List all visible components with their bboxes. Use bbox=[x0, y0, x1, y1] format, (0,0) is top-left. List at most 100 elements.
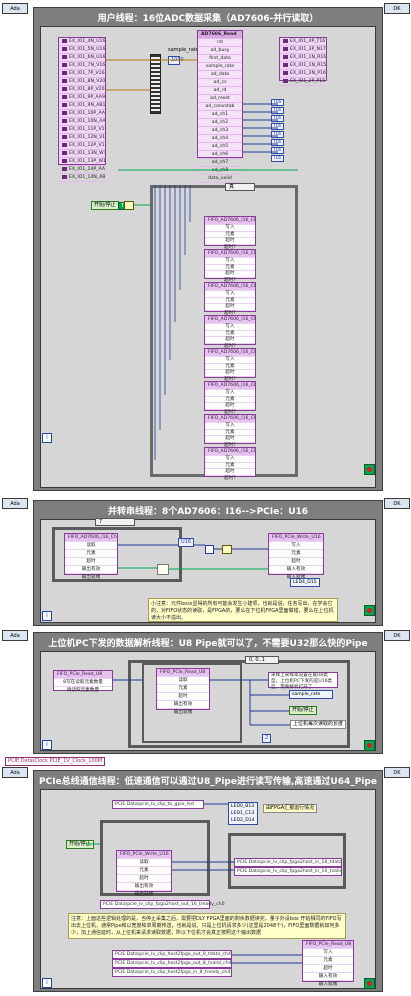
fifo-port[interactable]: 元素 bbox=[205, 395, 255, 403]
stop-terminal[interactable] bbox=[364, 978, 375, 989]
ad7606-port[interactable]: ad_busy bbox=[198, 47, 242, 55]
fifo-ext-port[interactable]: 8写在读取元素数量 bbox=[54, 678, 112, 686]
fifo-pcie-read-port[interactable]: 输出就绪 bbox=[117, 890, 171, 898]
fifo-write-port[interactable]: 元素 bbox=[269, 549, 323, 557]
fifo-port[interactable]: 写入 bbox=[205, 356, 255, 363]
fifo-port[interactable]: 元素 bbox=[205, 263, 255, 271]
ad7606-port[interactable]: ad_rd bbox=[198, 87, 242, 95]
pcie-out-node[interactable]: PCIE Data\pcie_lv_clip_fpga2host_in_16_t… bbox=[234, 867, 342, 876]
fifo-read-port[interactable]: 输出就绪 bbox=[65, 573, 117, 581]
stop-terminal[interactable] bbox=[364, 740, 375, 751]
fifo-inner-port[interactable]: 元素 bbox=[157, 684, 209, 692]
pcie-out-node[interactable]: PCIE Data\pcie_lv_clip_fpga2host_in_16_t… bbox=[234, 858, 342, 867]
case-selector[interactable]: 0, 0..1 bbox=[245, 656, 279, 664]
ad7606-port[interactable]: ad_cs bbox=[198, 79, 242, 87]
fifo-write-pcie-u16[interactable]: FIFO_PCIe_Write_U16写入元素超时输入有效输入就绪 bbox=[268, 533, 324, 580]
ad7606-port[interactable]: ad_data bbox=[198, 71, 242, 79]
fifo-port[interactable]: 写入 bbox=[205, 224, 255, 231]
fifo-port[interactable]: 超时 bbox=[205, 468, 255, 475]
ad7606-port[interactable]: ad_ch1 bbox=[198, 111, 242, 119]
fifo-port[interactable]: 超时 bbox=[205, 237, 255, 244]
fifo-port[interactable]: 超时 bbox=[205, 402, 255, 409]
ad7606-port[interactable]: ad_reset bbox=[198, 95, 242, 103]
fifo-port[interactable]: 元素 bbox=[205, 461, 255, 469]
fifo-port[interactable]: 超时 bbox=[205, 303, 255, 310]
pcie-in-node[interactable]: PCIE Data\pcie_lv_clip_host2fpga_out_8_t… bbox=[112, 959, 232, 968]
fifo-pcie-write-port[interactable]: 超时 bbox=[303, 964, 353, 972]
fifo-port[interactable]: 元素 bbox=[205, 296, 255, 304]
ad7606-port[interactable]: ad_ch6 bbox=[198, 151, 242, 159]
ad7606-port[interactable]: ad_ch5 bbox=[198, 143, 242, 151]
fifo-ext-port[interactable]: 待读取元素数量 bbox=[54, 686, 112, 694]
fifo-pcie-write-port[interactable]: 元素 bbox=[303, 956, 353, 964]
fifo-pcie-read-port[interactable]: 读取 bbox=[117, 858, 171, 866]
fifo-port[interactable]: 超时 bbox=[205, 270, 255, 277]
fifo-port[interactable]: 超时? bbox=[205, 408, 255, 416]
gpio-led-node[interactable]: PCIE Data\pcie_lv_clip_to_gpio_led bbox=[112, 800, 204, 809]
fifo-port[interactable]: 超时? bbox=[205, 342, 255, 350]
fifo-pcie-write-port[interactable]: 输入有效 bbox=[303, 972, 353, 980]
fifo-read-port[interactable]: 元素 bbox=[65, 549, 117, 557]
fifo-write-port[interactable]: 输入有效 bbox=[269, 565, 323, 573]
fifo-port[interactable]: 元素 bbox=[205, 329, 255, 337]
fifo-port[interactable]: 超时? bbox=[205, 441, 255, 449]
fifo-read-port[interactable]: 输出有效 bbox=[65, 565, 117, 573]
ad7606-port[interactable]: ad_ch3 bbox=[198, 127, 242, 135]
fifo-write-port[interactable]: 输入就绪 bbox=[269, 573, 323, 581]
ad7606-port[interactable]: sample_rate bbox=[198, 63, 242, 71]
fifo-port[interactable]: 写入 bbox=[205, 455, 255, 462]
fifo-port[interactable]: 写入 bbox=[205, 389, 255, 396]
fifo-port[interactable]: 写入 bbox=[205, 290, 255, 297]
stop-terminal[interactable] bbox=[364, 605, 375, 616]
fifo-port[interactable]: 超时? bbox=[205, 243, 255, 251]
ad7606-port[interactable]: ad_ch4 bbox=[198, 135, 242, 143]
fifo-port[interactable]: 元素 bbox=[205, 362, 255, 370]
fifo-port[interactable]: 超时? bbox=[205, 276, 255, 284]
fifo-pcie-read-port[interactable]: 输出有效 bbox=[117, 882, 171, 890]
ad7606-port[interactable]: rst bbox=[198, 39, 242, 47]
fifo-pcie-write-port[interactable]: 输入就绪 bbox=[303, 980, 353, 988]
case-selector[interactable]: 真 bbox=[225, 183, 255, 191]
fifo-inner-port[interactable]: 超时 bbox=[157, 692, 209, 700]
stop-terminal[interactable] bbox=[364, 464, 375, 475]
case-selector[interactable]: 7 bbox=[95, 518, 135, 526]
fifo-inner-port[interactable]: 输出有效 bbox=[157, 700, 209, 708]
ad7606-port[interactable]: ad_ch2 bbox=[198, 119, 242, 127]
fifo-port[interactable]: 元素 bbox=[205, 230, 255, 238]
fifo-port[interactable]: 超时? bbox=[205, 309, 255, 317]
fifo-pcie-write-port[interactable]: 写入 bbox=[303, 948, 353, 956]
fifo-port[interactable]: 超时 bbox=[205, 369, 255, 376]
pcie-in-node[interactable]: PCIE Data\pcie_lv_clip_host2fpga_in_8_tr… bbox=[112, 968, 232, 977]
fifo-port[interactable]: 超时 bbox=[205, 336, 255, 343]
ad7606-port[interactable]: first_data bbox=[198, 55, 242, 63]
tready-node[interactable]: PCIE Data\pcie_lv_clip_fpga2host_out_16_… bbox=[100, 900, 225, 909]
fifo-port[interactable]: 写入 bbox=[205, 422, 255, 429]
fifo-read-port[interactable]: 读取 bbox=[65, 541, 117, 549]
fifo-port[interactable]: 超时? bbox=[205, 474, 255, 482]
fifo-port[interactable]: 超时? bbox=[205, 375, 255, 383]
fifo-pcie-read-port[interactable]: 元素 bbox=[117, 866, 171, 874]
fifo-port[interactable]: 元素 bbox=[205, 428, 255, 436]
fifo-pcie-read-port[interactable]: 超时 bbox=[117, 874, 171, 882]
fifo-write-port[interactable]: 超时 bbox=[269, 557, 323, 565]
pcie-in-node[interactable]: PCIE Data\pcie_lv_clip_host2fpga_out_8_t… bbox=[112, 950, 232, 959]
ad7606-port[interactable]: data_valid bbox=[198, 175, 242, 183]
fifo-port[interactable]: 写入 bbox=[205, 257, 255, 264]
ad7606-port[interactable]: ad_convstab bbox=[198, 103, 242, 111]
fifo-inner-port[interactable]: 读取 bbox=[157, 676, 209, 684]
